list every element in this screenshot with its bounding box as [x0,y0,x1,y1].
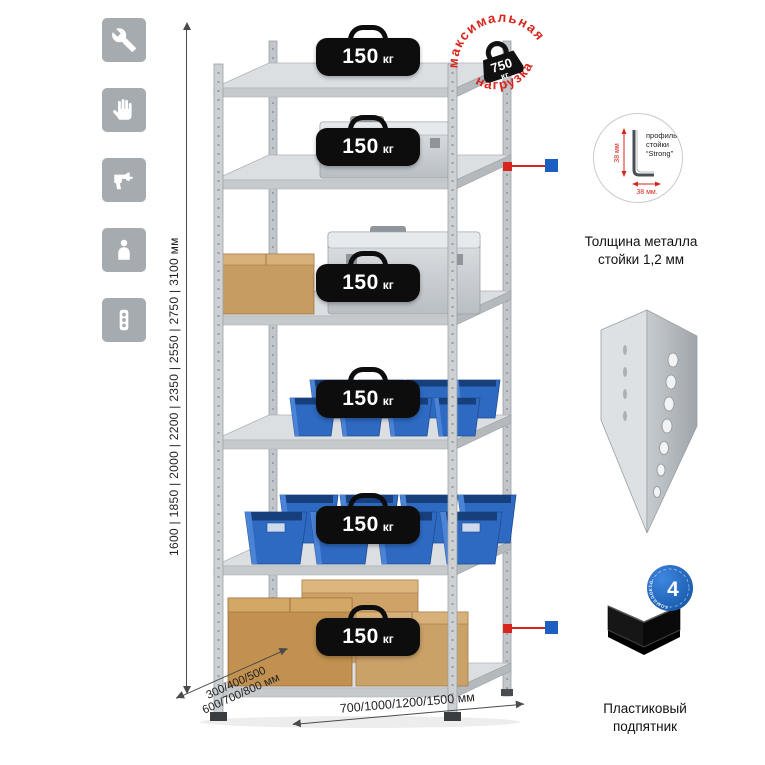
callout-line-bottom [512,627,545,629]
foot-caption: Пластиковый подпятник [603,701,687,735]
post-profile-detail: 38 мм 38 мм. профиль стойки “Strong” [593,113,683,203]
feature-tile-gloves [102,88,146,132]
cardboard-box-small [217,253,315,315]
drill-icon [114,172,133,190]
profile-label-line3: “Strong” [646,149,674,158]
rack-front-posts [210,63,461,721]
callout-marker-blue-top [545,159,558,172]
floor-shadow [200,716,520,728]
callout-marker-red-bottom [503,624,512,633]
profile-caption: Толщина металла стойки 1,2 мм [584,234,698,268]
feature-tile-tools [102,18,146,62]
post-slots [623,345,627,421]
profile-label-line1: профиль [646,131,677,140]
feature-tile-person [102,228,146,272]
included-badge-value: 4 [667,578,679,601]
profile-shape [632,130,654,177]
included-count-badge: в комплекте 4 [646,564,693,611]
stamp-value: 750 [489,55,514,76]
profile-dim-bottom-label: 38 мм. [636,189,657,196]
person-icon [118,239,130,260]
profile-label-line2: стойки [646,140,669,149]
stamp-weight-body [483,50,524,83]
height-dimension-label: 1600 | 1850 | 2000 | 2200 | 2350 | 2550 … [167,237,181,556]
max-load-stamp: максимальная нагрузка 750 кг [445,8,550,101]
stamp-unit: кг [499,69,510,81]
glove-icon [113,99,132,120]
callout-line-top [512,165,545,167]
height-dimension-line [182,22,191,694]
plastic-foot-photo [607,605,681,655]
post-holes [653,352,679,498]
wrench-icon [112,28,136,52]
rack-back-posts [267,40,513,697]
power-strip-icon [119,309,129,331]
metal-post-photo [600,309,698,534]
callout-marker-blue-bottom [545,621,558,634]
profile-dim-side-label: 38 мм [614,143,621,163]
feature-tile-power [102,298,146,342]
feature-tile-drill [102,158,146,202]
callout-marker-red-top [503,162,512,171]
